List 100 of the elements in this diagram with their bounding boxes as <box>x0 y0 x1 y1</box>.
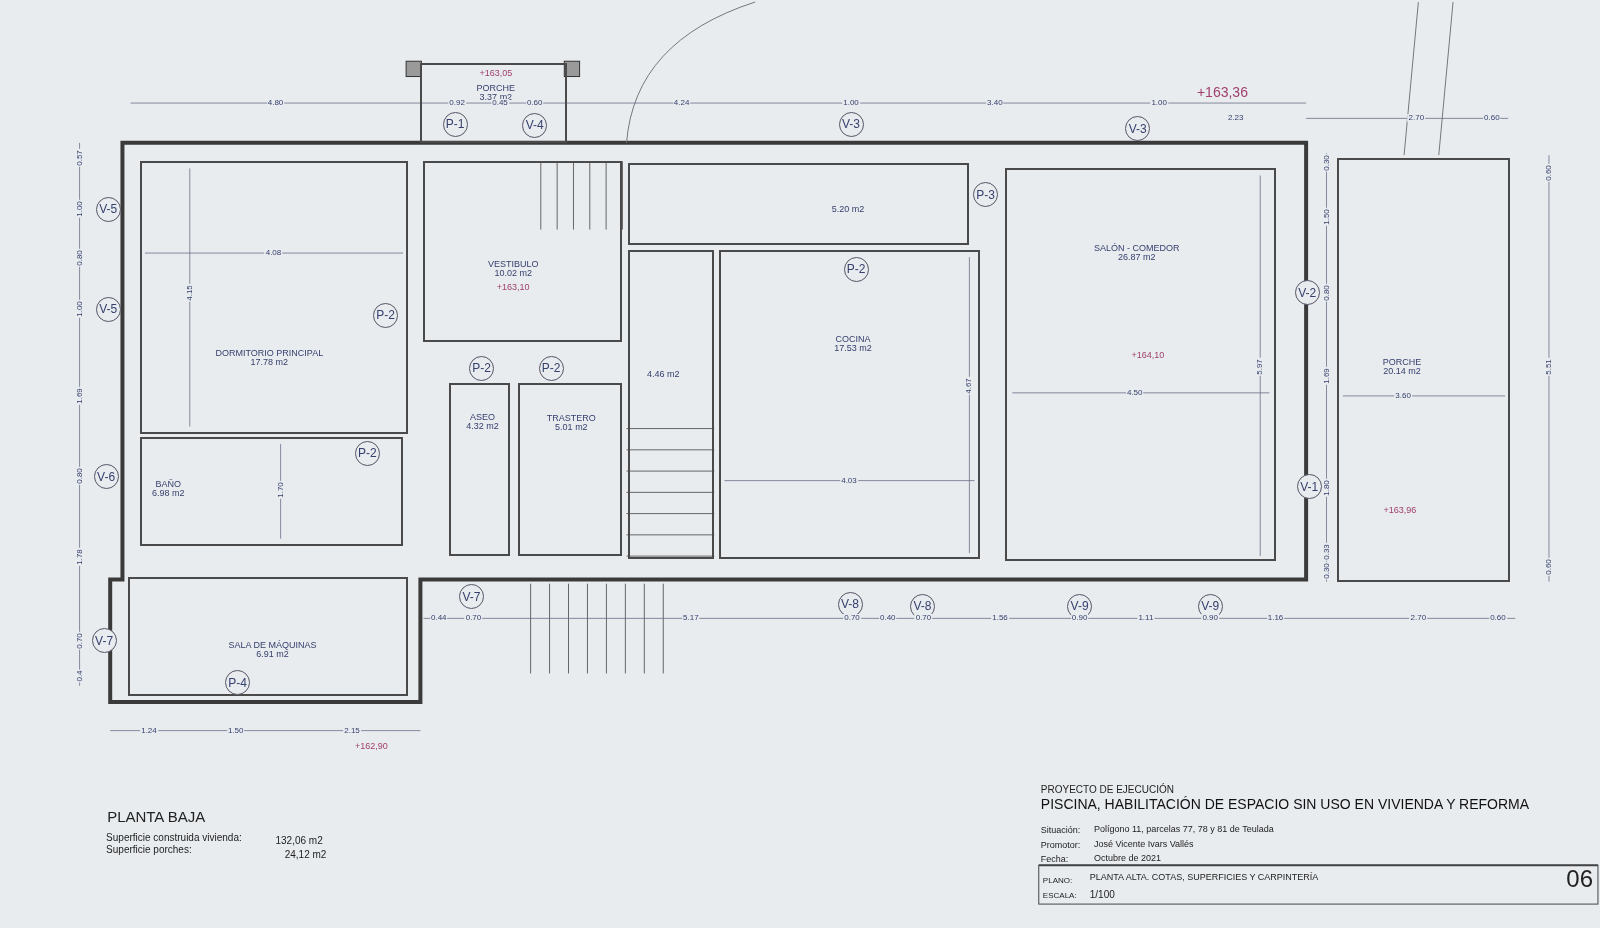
room-label: COCINA <box>835 334 871 344</box>
window-tag: V-7 <box>91 628 117 654</box>
dimension-text: 3.40 <box>986 99 1004 108</box>
room-label: 26.87 m2 <box>1117 252 1156 262</box>
dimension-text: 4.67 <box>965 376 974 395</box>
dimension-text: 5.97 <box>1256 358 1265 377</box>
door-tag: P-2 <box>469 355 495 381</box>
dimension-text: 4.15 <box>185 284 194 302</box>
room-label: VESTIBULO <box>487 259 539 269</box>
room-outline <box>127 576 409 696</box>
room-outline <box>627 250 715 560</box>
dimension-text: 1.78 <box>75 548 84 566</box>
elevation-text: +162,90 <box>354 741 389 751</box>
dimension-text: 0.90 <box>1070 614 1089 623</box>
field-label: PLANO: <box>1042 876 1073 885</box>
room-label: 4.46 m2 <box>646 369 680 379</box>
dimension-text: 0.30 <box>1322 562 1331 581</box>
dimension-text: 1.16 <box>1266 614 1285 623</box>
room-outline <box>627 163 970 245</box>
room-label: 6.98 m2 <box>152 488 185 498</box>
dimension-text: 0.30 <box>1322 154 1331 173</box>
elevation-text: +163,10 <box>496 282 530 292</box>
dimension-text: 0.80 <box>1322 284 1331 302</box>
room-outline <box>1005 168 1276 562</box>
dimension-text: 1.80 <box>1322 478 1331 497</box>
room-label: BAÑO <box>155 479 182 489</box>
door-tag: P-3 <box>973 182 999 208</box>
dimension-text: 1.50 <box>1322 208 1331 227</box>
room-label: PORCHE <box>1382 357 1422 367</box>
room-outline <box>719 250 980 560</box>
room-outline <box>139 436 404 546</box>
dimension-text: 0.70 <box>464 614 483 623</box>
dimension-text: 2.70 <box>1407 114 1426 123</box>
elevation-text: +163,36 <box>1195 84 1249 99</box>
field-value: Polígono 11, parcelas 77, 78 y 81 de Teulada <box>1093 824 1274 834</box>
room-label: 17.78 m2 <box>250 357 289 367</box>
dimension-text: 3.60 <box>1394 391 1412 400</box>
elevation-text: +163,05 <box>479 68 513 78</box>
elevation-text: +164,10 <box>1131 350 1165 360</box>
room-outline <box>139 161 409 434</box>
room-label: 10.02 m2 <box>494 268 532 278</box>
dimension-text: 0.70 <box>914 614 933 623</box>
room-label: 6.91 m2 <box>256 649 289 659</box>
door-tag: P-1 <box>442 111 468 137</box>
dimension-text: 0.4 <box>75 668 84 683</box>
window-tag: V-1 <box>1296 474 1322 500</box>
door-tag: P-4 <box>225 670 251 696</box>
dimension-text: 0.80 <box>75 249 84 267</box>
room-label: 5.20 m2 <box>831 204 865 214</box>
field-value: Octubre de 2021 <box>1093 853 1161 863</box>
drawing-title: PLANTA BAJA <box>107 808 206 824</box>
dimension-text: 0.60 <box>525 99 544 108</box>
project-type: PROYECTO DE EJECUCIÓN <box>1040 784 1174 795</box>
window-tag: V-5 <box>95 196 121 222</box>
dimension-text: 0.70 <box>843 614 861 623</box>
room-outline <box>1336 158 1511 582</box>
dimension-text: 2.23 <box>1226 114 1245 123</box>
room-label: 17.53 m2 <box>834 343 872 353</box>
room-label: TRASTERO <box>546 413 596 423</box>
field-value: 1/100 <box>1089 889 1115 900</box>
dimension-text: 0.44 <box>430 614 448 623</box>
dimension-text: 1.00 <box>1150 99 1168 108</box>
field-label: Superficie porches: <box>106 845 192 855</box>
dimension-text: 0.90 <box>1201 614 1219 623</box>
field-label: Fecha: <box>1040 854 1069 864</box>
door-tag: P-2 <box>843 256 869 282</box>
dimension-text: 1.56 <box>991 614 1009 623</box>
field-label: ESCALA: <box>1042 891 1077 900</box>
field-value: 24,12 m2 <box>284 850 327 861</box>
field-value: José Vicente Ivars Vallés <box>1093 839 1194 849</box>
window-tag: V-2 <box>1294 280 1320 306</box>
dimension-text: 1.69 <box>75 387 84 405</box>
window-tag: V-4 <box>522 112 548 138</box>
dimension-text: 4.24 <box>672 99 691 108</box>
dimension-text: 5.51 <box>1544 358 1553 377</box>
window-tag: V-3 <box>1125 116 1151 142</box>
room-label: PORCHE <box>476 83 516 93</box>
dimension-text: 5.17 <box>682 614 700 623</box>
dimension-text: 0.60 <box>1544 558 1553 577</box>
room-label: 20.14 m2 <box>1383 366 1421 376</box>
field-label: Situación: <box>1040 825 1081 835</box>
dimension-text: 4.50 <box>1125 388 1144 397</box>
dimension-text: 1.24 <box>140 726 158 735</box>
dimension-text: 0.60 <box>1544 164 1553 183</box>
room-label: DORMITORIO PRINCIPAL <box>215 348 324 358</box>
room-outline <box>518 382 623 557</box>
dimension-text: 0.60 <box>1489 614 1507 623</box>
field-label: Promotor: <box>1040 840 1081 850</box>
dimension-text: 0.60 <box>1483 114 1501 123</box>
dimension-text: 1.00 <box>842 99 860 108</box>
dimension-text: 4.08 <box>264 249 283 258</box>
dimension-text: 0.40 <box>878 614 897 623</box>
dimension-text: 2.15 <box>343 726 361 735</box>
dimension-text: 0.92 <box>448 99 466 108</box>
door-tag: P-2 <box>354 440 380 466</box>
dimension-text: 1.50 <box>226 726 245 735</box>
window-tag: V-6 <box>93 464 119 489</box>
dimension-text: 0.45 <box>491 99 509 108</box>
room-label: 5.01 m2 <box>555 423 588 432</box>
window-tag: V-5 <box>95 296 121 322</box>
